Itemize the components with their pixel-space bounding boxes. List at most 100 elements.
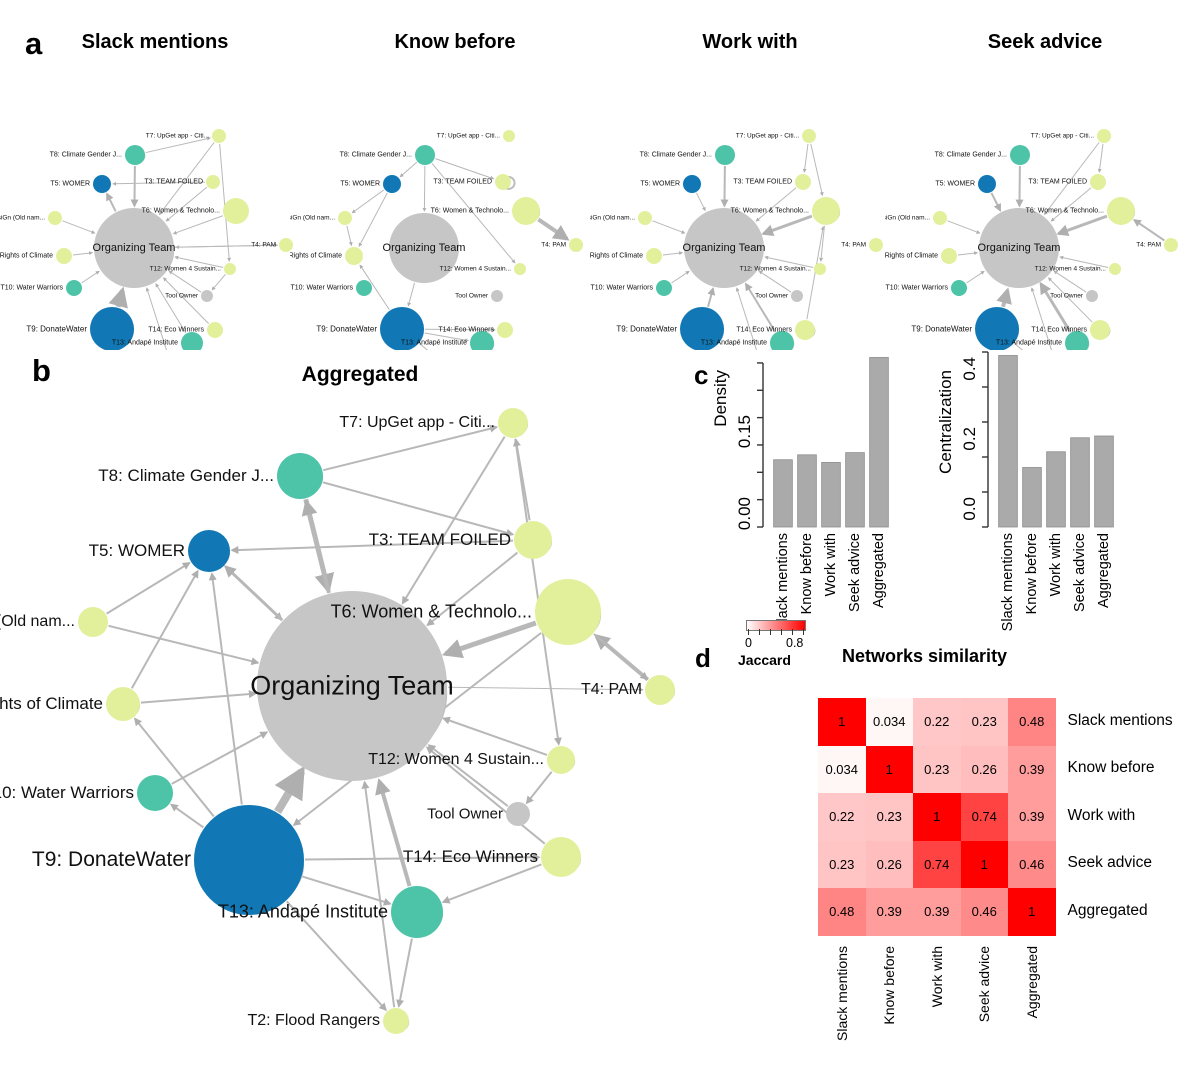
network-node[interactable] [48,211,62,225]
network-node[interactable] [383,175,401,193]
network-node[interactable] [715,145,735,165]
network-node[interactable] [277,453,323,499]
heatmap-cell[interactable]: 0.26 [865,840,913,888]
network-node[interactable] [415,145,435,165]
network-node[interactable] [979,208,1059,288]
network-node[interactable] [684,208,764,288]
network-node[interactable] [1109,263,1121,275]
network-node[interactable] [383,1008,409,1034]
network-node[interactable] [66,280,82,296]
heatmap-cell[interactable]: 0.39 [865,888,913,936]
network-node[interactable] [90,307,134,350]
network-node[interactable] [795,320,815,340]
network-node[interactable] [194,805,304,915]
network-node[interactable] [338,211,352,225]
network-node[interactable] [201,290,213,302]
bar[interactable] [821,462,841,528]
network-node[interactable] [125,145,145,165]
network-node[interactable] [1164,238,1178,252]
heatmap-cell[interactable]: 0.39 [1008,745,1056,793]
heatmap-cell[interactable]: 0.22 [913,698,961,746]
network-node[interactable] [512,197,540,225]
network-node[interactable] [206,175,220,189]
network-node[interactable] [645,675,675,705]
network-node[interactable] [495,174,511,190]
network-node[interactable] [941,248,957,264]
network-node[interactable] [1086,290,1098,302]
network-node[interactable] [345,247,363,265]
network-node[interactable] [181,332,203,350]
network-node[interactable] [535,579,601,645]
bar[interactable] [845,452,865,528]
bar[interactable] [1070,437,1090,528]
network-node[interactable] [770,331,794,350]
heatmap-cell[interactable]: 0.034 [818,745,866,793]
network-node[interactable] [106,687,140,721]
network-node[interactable] [1097,129,1111,143]
network-node[interactable] [975,307,1019,350]
heatmap-cell[interactable]: 0.23 [913,745,961,793]
network-node[interactable] [224,263,236,275]
network-node[interactable] [978,175,996,193]
heatmap-cell[interactable]: 0.26 [960,745,1008,793]
network-node[interactable] [356,280,372,296]
network-node[interactable] [380,307,424,350]
network-node[interactable] [223,198,249,224]
heatmap-cell[interactable]: 1 [1008,888,1056,936]
network-node[interactable] [491,290,503,302]
network-node[interactable] [1090,174,1106,190]
heatmap-cell[interactable]: 1 [960,840,1008,888]
network-node[interactable] [94,208,174,288]
network-node[interactable] [795,174,811,190]
network-node[interactable] [569,238,583,252]
heatmap-cell[interactable]: 0.74 [960,793,1008,841]
network-node[interactable] [391,886,443,938]
network-node[interactable] [656,280,672,296]
network-node[interactable] [56,248,72,264]
bar[interactable] [998,355,1018,528]
network-node[interactable] [188,530,230,572]
network-node[interactable] [257,591,447,781]
network-node[interactable] [503,130,515,142]
network-node[interactable] [470,331,494,350]
heatmap-cell[interactable]: 0.39 [913,888,961,936]
network-node[interactable] [812,197,840,225]
network-node[interactable] [93,175,111,193]
network-node[interactable] [680,307,724,350]
network-node[interactable] [389,213,459,283]
bar[interactable] [1022,467,1042,528]
heatmap-cell[interactable]: 0.23 [818,840,866,888]
network-node[interactable] [514,521,552,559]
heatmap-cell[interactable]: 1 [818,698,866,746]
bar[interactable] [1094,435,1114,528]
network-node[interactable] [497,322,513,338]
network-node[interactable] [646,248,662,264]
network-node[interactable] [933,211,947,225]
network-node[interactable] [78,607,108,637]
network-node[interactable] [1107,197,1135,225]
heatmap-cell[interactable]: 0.48 [1008,698,1056,746]
heatmap-cell[interactable]: 0.23 [960,698,1008,746]
heatmap-cell[interactable]: 0.23 [865,793,913,841]
network-node[interactable] [137,775,173,811]
network-node[interactable] [802,129,816,143]
network-node[interactable] [541,837,581,877]
network-node[interactable] [638,211,652,225]
network-node[interactable] [207,322,223,338]
heatmap-cell[interactable]: 0.46 [1008,840,1056,888]
bar[interactable] [773,459,793,528]
network-node[interactable] [1090,320,1110,340]
bar[interactable] [1046,451,1066,528]
heatmap-cell[interactable]: 0.22 [818,793,866,841]
network-node[interactable] [498,408,528,438]
network-node[interactable] [814,263,826,275]
network-node[interactable] [869,238,883,252]
network-node[interactable] [279,238,293,252]
network-node[interactable] [791,290,803,302]
network-node[interactable] [1065,331,1089,350]
network-node[interactable] [514,263,526,275]
heatmap-cell[interactable]: 0.48 [818,888,866,936]
network-node[interactable] [212,129,226,143]
network-node[interactable] [506,802,530,826]
heatmap-cell[interactable]: 0.74 [913,840,961,888]
